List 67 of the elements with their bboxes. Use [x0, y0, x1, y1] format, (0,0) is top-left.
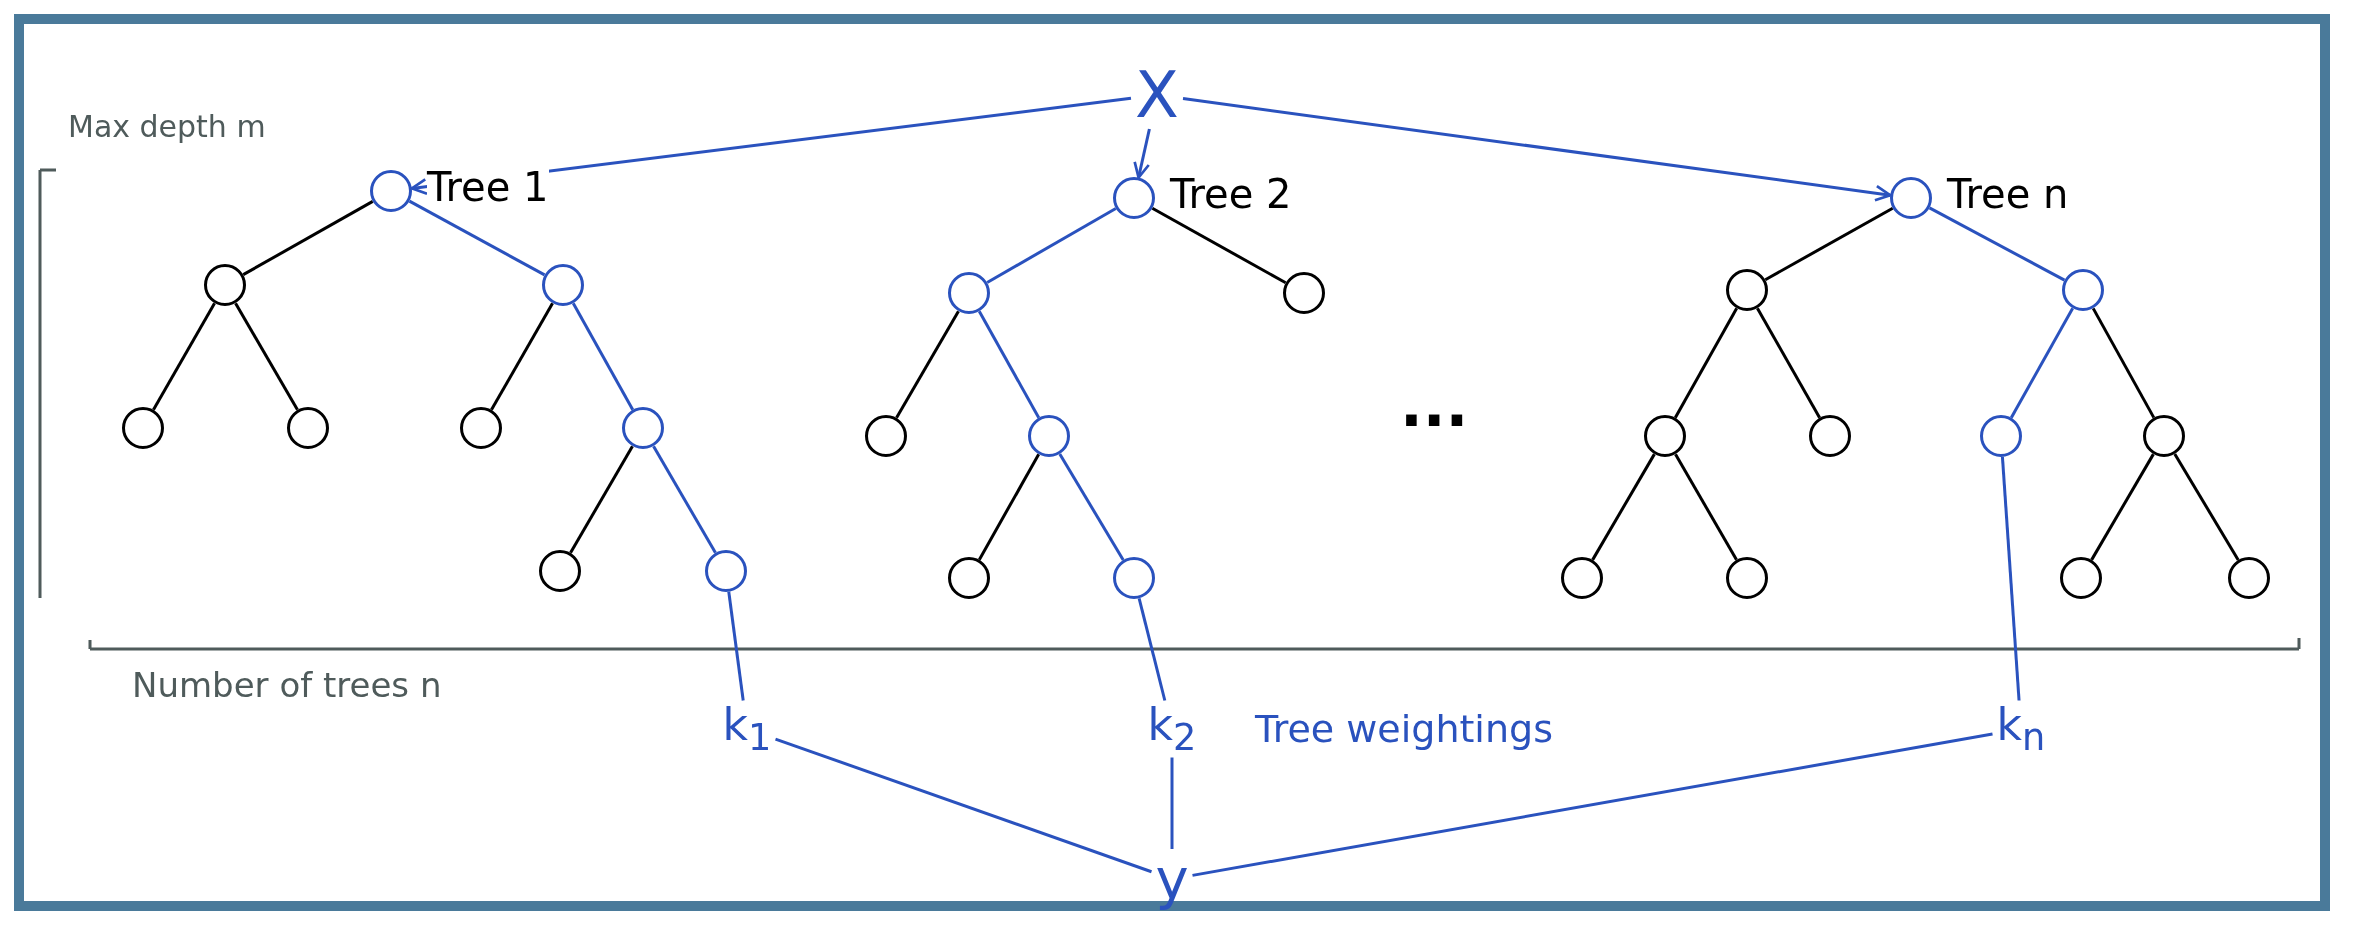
connector-line: [152, 302, 216, 411]
connector-line: [652, 445, 717, 554]
connector-line: [1137, 598, 1167, 701]
connector-line: [1192, 732, 1993, 877]
connector-line: [1058, 453, 1125, 561]
connector-line: [1151, 206, 1287, 285]
connector-line: [242, 200, 374, 276]
connector-line: [2090, 453, 2155, 561]
variable-label: k$_{2}$: [1147, 702, 1197, 756]
connector-line: [490, 302, 554, 411]
tree-node-circle: [542, 264, 584, 306]
connector-line: [977, 310, 1041, 419]
tree-node-circle: [948, 272, 990, 314]
variable-label: k$_{n}$: [1996, 702, 2046, 756]
connector-line: [2009, 307, 2075, 419]
tree-node-circle: [948, 557, 990, 599]
tree-node-circle: [370, 170, 412, 212]
connector-line: [978, 453, 1040, 561]
tree-node-circle: [2143, 415, 2185, 457]
tree-node-circle: [2060, 557, 2102, 599]
tree-node-circle: [2228, 557, 2270, 599]
tree-node-circle: [2062, 269, 2104, 311]
connector-line: [408, 199, 546, 277]
annotation-text: Tree weightings: [1255, 710, 1553, 748]
tree-node-circle: [1809, 415, 1851, 457]
tree-node-circle: [1644, 415, 1686, 457]
tree-node-circle: [1561, 557, 1603, 599]
tree-node-circle: [1726, 557, 1768, 599]
connector-line: [2091, 307, 2156, 419]
tree-node-circle: [539, 550, 581, 592]
connector-line: [571, 302, 635, 411]
connector-line: [2173, 453, 2240, 561]
connector-line: [1170, 757, 1174, 849]
tree-node-circle: [1890, 177, 1932, 219]
ellipsis: ...: [1400, 375, 1469, 435]
connector-line: [2000, 456, 2021, 701]
connector-line: [1928, 206, 2066, 282]
connector-line: [1673, 307, 1739, 419]
tree-node-circle: [460, 407, 502, 449]
connector-line: [1674, 453, 1738, 561]
tree-node-circle: [122, 407, 164, 449]
connector-line: [895, 310, 960, 419]
variable-label: X: [1135, 63, 1179, 127]
tree-node-circle: [1283, 272, 1325, 314]
connector-line: [1756, 307, 1821, 419]
connector-line: [1764, 206, 1894, 282]
tree-node-circle: [865, 415, 907, 457]
tree-node-circle: [1726, 269, 1768, 311]
connector-line: [234, 302, 299, 411]
connector-line: [569, 445, 634, 554]
connector-line: [775, 737, 1152, 874]
tree-node-circle: [705, 550, 747, 592]
tree-node-circle: [1980, 415, 2022, 457]
arrow: [1133, 128, 1151, 179]
tree-node-circle: [1113, 557, 1155, 599]
tree-node-circle: [1113, 177, 1155, 219]
connector-line: [1591, 453, 1656, 561]
tree-node-circle: [204, 264, 246, 306]
arrow: [1182, 97, 1892, 202]
tree-node-circle: [1028, 415, 1070, 457]
variable-label: k$_{1}$: [722, 702, 772, 756]
dimension-label: Max depth m: [68, 112, 266, 142]
dimension-label: Number of trees n: [132, 668, 442, 702]
connector-line: [986, 207, 1117, 284]
tree-node-circle: [622, 407, 664, 449]
tree-node-circle: [287, 407, 329, 449]
connector-line: [727, 591, 745, 701]
